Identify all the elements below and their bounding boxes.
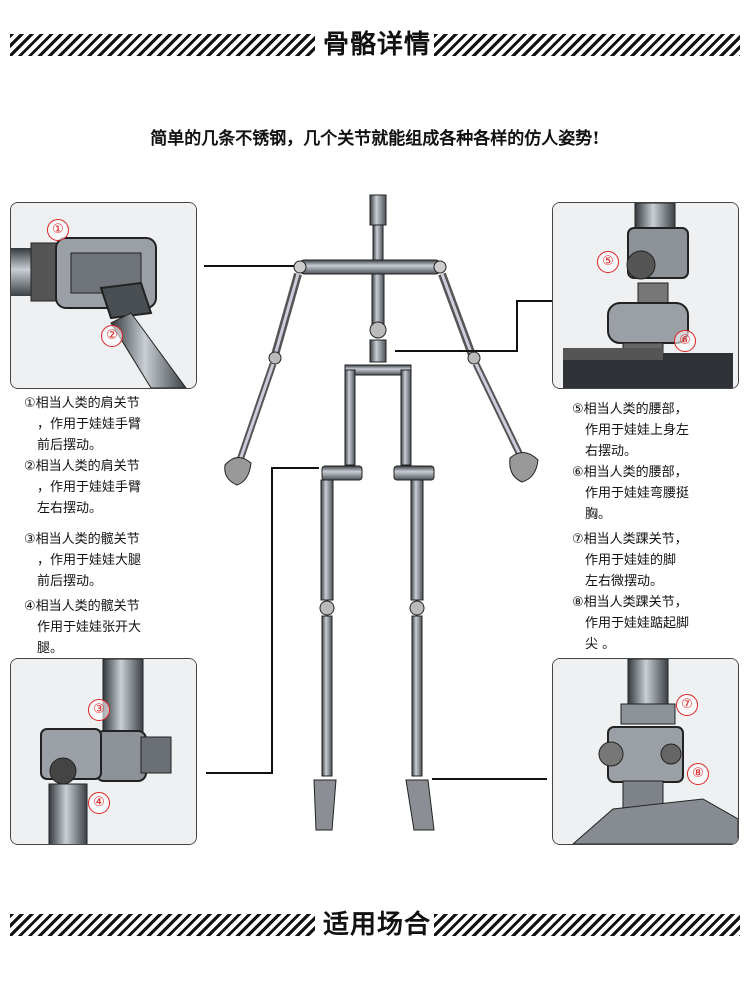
connector-bottom-right: [432, 778, 547, 780]
connector-bottom-left-v: [271, 467, 273, 774]
badge-6: ⑥: [674, 330, 696, 352]
detail-panel-shoulder: ① ②: [10, 202, 197, 389]
badge-2: ②: [101, 325, 123, 347]
connector-bottom-left-h2: [271, 467, 319, 469]
right-notes: ⑤相当人类的腰部， 作用于娃娃上身左 右摆动。 ⑥相当人类的腰部， 作用于娃娃弯…: [572, 399, 742, 655]
note-7-line-2: 作用于娃娃的脚: [585, 553, 677, 568]
note-1: ①相当人类的肩关节 ，作用于娃娃手臂 前后摆动。: [24, 393, 194, 456]
note-6-line-3: 胸。: [585, 507, 612, 522]
detail-panel-ankle: ⑦ ⑧: [552, 658, 739, 845]
left-notes: ①相当人类的肩关节 ，作用于娃娃手臂 前后摆动。 ②相当人类的肩关节 ，作用于娃…: [24, 393, 194, 659]
header-bottom-hatch-right: [434, 914, 740, 936]
note-1-line-2: ，作用于娃娃手臂: [37, 417, 142, 432]
note-5: ⑤相当人类的腰部， 作用于娃娃上身左 右摆动。: [572, 399, 742, 462]
header-bottom-hatch-left: [10, 914, 315, 936]
header-top-hatch-right: [434, 34, 740, 56]
note-6: ⑥相当人类的腰部， 作用于娃娃弯腰挺 胸。: [572, 462, 742, 525]
note-8-line-2: 作用于娃娃踮起脚: [585, 616, 690, 631]
detail-panel-waist: ⑤ ⑥: [552, 202, 739, 389]
note-3-line-2: ，作用于娃娃大腿: [37, 553, 142, 568]
badge-1: ①: [47, 219, 69, 241]
connector-top-left: [204, 265, 294, 267]
note-4-line-3: 腿。: [37, 641, 64, 656]
connector-top-right-h2: [516, 300, 552, 302]
hip-joint-image: [11, 659, 196, 844]
note-3-line-3: 前后摆动。: [37, 574, 103, 589]
note-4-line-1: ④相当人类的髋关节: [24, 599, 140, 614]
note-1-line-1: ①相当人类的肩关节: [24, 396, 140, 411]
badge-3: ③: [88, 699, 110, 721]
connector-top-right-h1: [395, 350, 517, 352]
note-5-line-1: ⑤相当人类的腰部，: [572, 402, 688, 417]
header-top-hatch-left: [10, 34, 315, 56]
badge-8: ⑧: [687, 763, 709, 785]
note-8-line-1: ⑧相当人类踝关节，: [572, 595, 688, 610]
note-4: ④相当人类的髋关节 作用于娃娃张开大 腿。: [24, 596, 194, 659]
badge-7: ⑦: [676, 694, 698, 716]
detail-panel-hip: ③ ④: [10, 658, 197, 845]
note-2: ②相当人类的肩关节 ，作用于娃娃手臂 左右摆动。: [24, 456, 194, 519]
note-7-line-1: ⑦相当人类踝关节，: [572, 532, 688, 547]
badge-5: ⑤: [597, 251, 619, 273]
note-4-line-2: 作用于娃娃张开大: [37, 620, 142, 635]
note-5-line-2: 作用于娃娃上身左: [585, 423, 690, 438]
note-3: ③相当人类的髋关节 ，作用于娃娃大腿 前后摆动。: [24, 529, 194, 592]
note-7: ⑦相当人类踝关节， 作用于娃娃的脚 左右微摆动。: [572, 529, 742, 592]
tagline: 简单的几条不锈钢，几个关节就能组成各种各样的仿人姿势!: [150, 129, 600, 149]
note-7-line-3: 左右微摆动。: [585, 574, 664, 589]
badge-4: ④: [88, 792, 110, 814]
note-1-line-3: 前后摆动。: [37, 438, 103, 453]
note-6-line-1: ⑥相当人类的腰部，: [572, 465, 688, 480]
skeleton-figure: [224, 194, 539, 831]
note-8-line-3: 尖 。: [585, 637, 616, 652]
header-top-title: 骨骼详情: [323, 30, 432, 60]
note-6-line-2: 作用于娃娃弯腰挺: [585, 486, 690, 501]
note-3-line-1: ③相当人类的髋关节: [24, 532, 140, 547]
waist-joint-image: [553, 203, 738, 388]
ankle-joint-image: [553, 659, 738, 844]
note-2-line-2: ，作用于娃娃手臂: [37, 480, 142, 495]
note-8: ⑧相当人类踝关节， 作用于娃娃踮起脚 尖 。: [572, 592, 742, 655]
shoulder-joint-image: [11, 203, 196, 388]
connector-bottom-left-h1: [206, 772, 272, 774]
note-2-line-1: ②相当人类的肩关节: [24, 459, 140, 474]
connector-top-right-v: [516, 300, 518, 352]
note-2-line-3: 左右摆动。: [37, 501, 103, 516]
header-bottom-title: 适用场合: [323, 910, 432, 940]
note-5-line-3: 右摆动。: [585, 444, 638, 459]
